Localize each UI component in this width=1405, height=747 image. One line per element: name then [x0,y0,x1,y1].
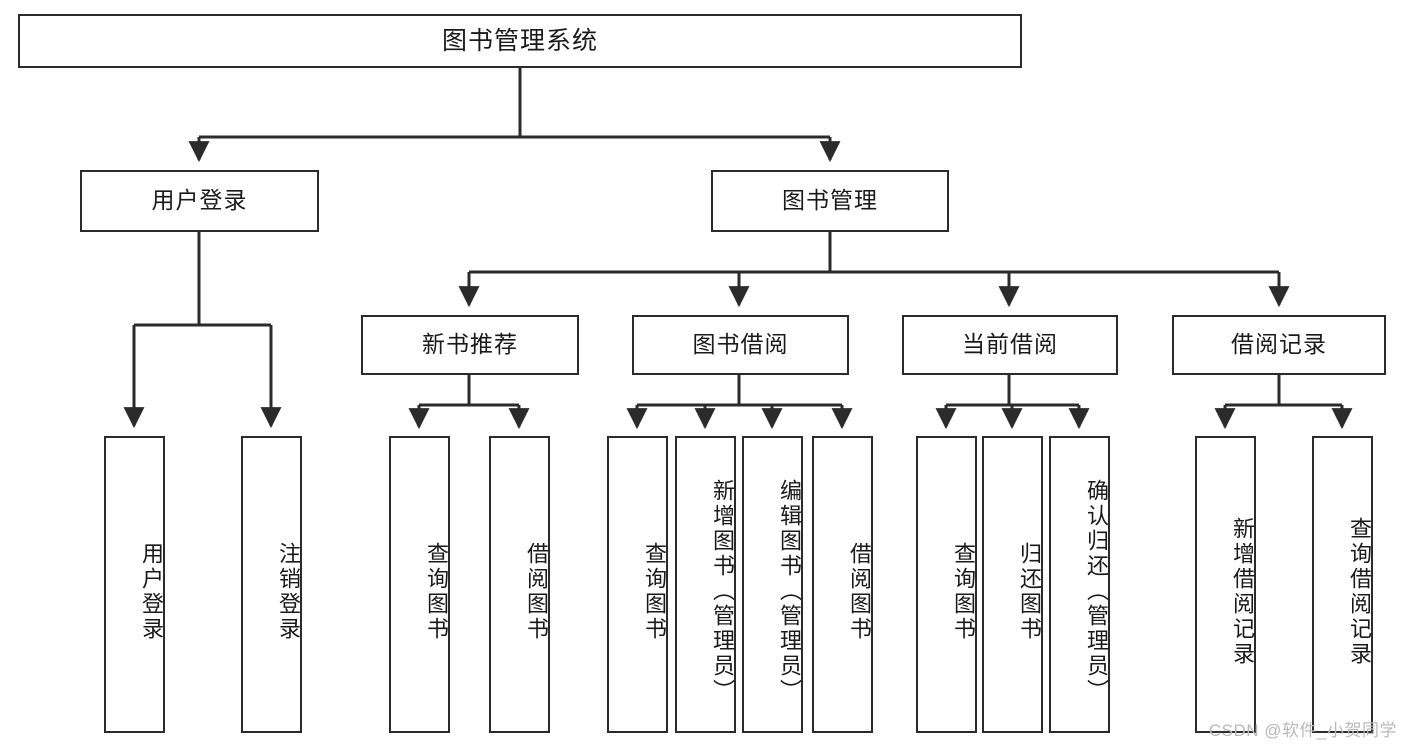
leaf-br-query-record[interactable]: 查询借阅记录 [1312,436,1373,733]
node-book-borrow[interactable]: 图书借阅 [632,315,849,375]
leaf-bb-edit-book-admin[interactable]: 编辑图书（管理员） [742,436,803,733]
leaf-bb-query-book[interactable]: 查询图书 [607,436,668,733]
leaf-bb-borrow-book[interactable]: 借阅图书 [812,436,873,733]
leaf-nb-query-book[interactable]: 查询图书 [389,436,450,733]
node-root[interactable]: 图书管理系统 [18,14,1022,68]
leaf-cb-confirm-return-admin[interactable]: 确认归还（管理员） [1049,436,1110,733]
watermark-csdn: CSDN @软件_小贺同学 [1208,721,1397,740]
node-borrow-record[interactable]: 借阅记录 [1172,315,1386,375]
leaf-user-login[interactable]: 用户登录 [104,436,165,733]
leaf-bb-add-book-admin[interactable]: 新增图书（管理员） [675,436,736,733]
leaf-nb-borrow-book[interactable]: 借阅图书 [489,436,550,733]
leaf-cb-query-book[interactable]: 查询图书 [916,436,977,733]
leaf-cb-return-book[interactable]: 归还图书 [982,436,1043,733]
leaf-logout[interactable]: 注销登录 [241,436,302,733]
node-user-login[interactable]: 用户登录 [80,170,319,232]
node-new-book-recommend[interactable]: 新书推荐 [361,315,579,375]
node-book-manage[interactable]: 图书管理 [711,170,949,232]
leaf-br-add-record[interactable]: 新增借阅记录 [1195,436,1256,733]
node-current-borrow[interactable]: 当前借阅 [902,315,1118,375]
